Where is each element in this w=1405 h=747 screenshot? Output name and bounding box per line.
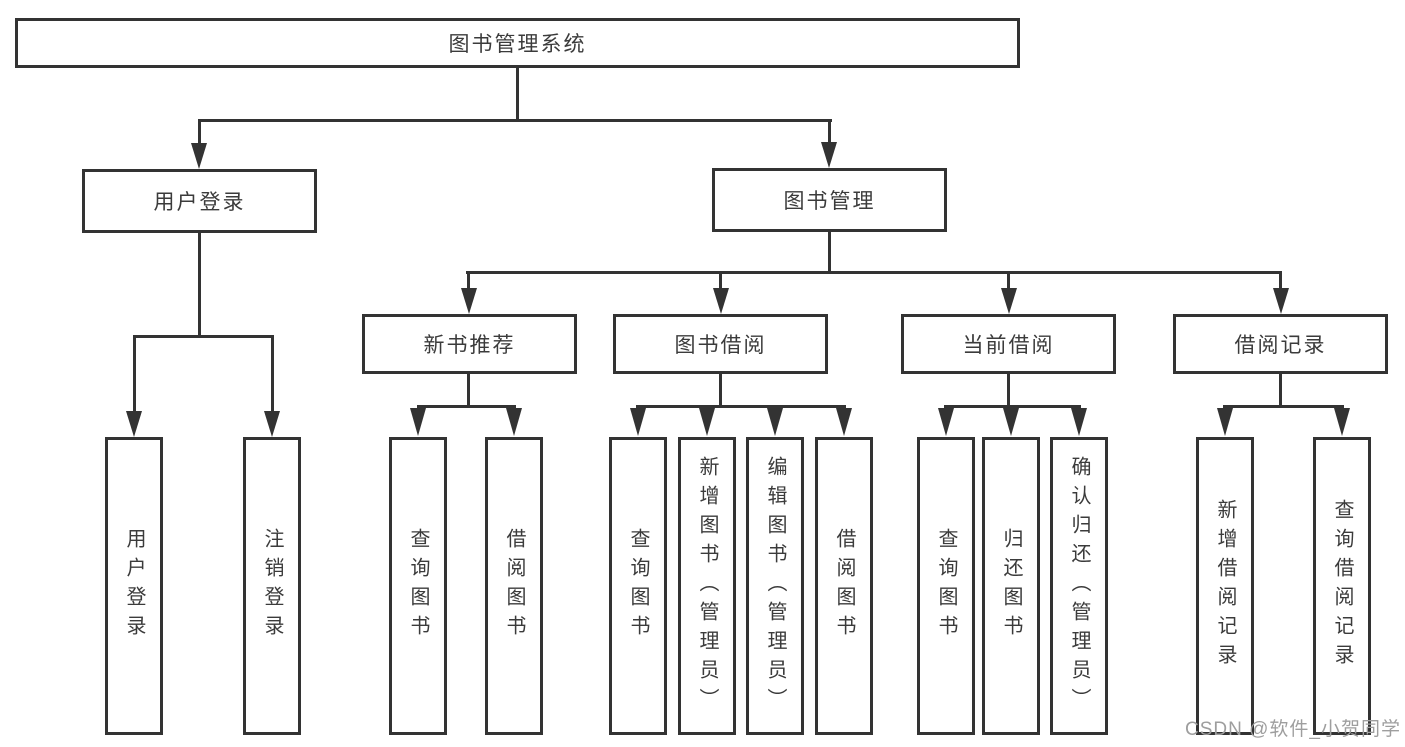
connector-line (417, 405, 516, 408)
connector-line (467, 374, 470, 408)
connector-line (133, 335, 136, 411)
leaf-label: 新增借阅记录 (1214, 499, 1236, 673)
arrow-down-icon (938, 408, 954, 436)
connector-line (1223, 405, 1344, 408)
leaf-label: 注销登录 (261, 528, 283, 644)
node-new-book-recommendation: 新书推荐 (362, 314, 577, 374)
connector-line (271, 335, 274, 411)
leaf-label: 查询图书 (627, 528, 649, 644)
node-label: 图书管理系统 (448, 33, 587, 56)
connector-line (133, 335, 274, 338)
leaf-borrow-books: 借阅图书 (815, 437, 873, 735)
leaf-add-books-admin: 新增图书（管理员） (678, 437, 736, 735)
node-label: 图书借阅 (674, 334, 767, 357)
node-user-login-group: 用户登录 (82, 169, 317, 233)
connector-line (1007, 374, 1010, 408)
node-book-borrowing: 图书借阅 (613, 314, 828, 374)
arrow-down-icon (699, 408, 715, 436)
node-current-borrowing: 当前借阅 (901, 314, 1116, 374)
node-library-management-system: 图书管理系统 (15, 18, 1020, 68)
connector-line (1007, 271, 1010, 290)
node-label: 图书管理 (783, 190, 876, 213)
leaf-label: 查询图书 (407, 528, 429, 644)
connector-line (828, 119, 831, 147)
leaf-label: 归还图书 (1000, 528, 1022, 644)
leaf-label: 确认归还（管理员） (1068, 455, 1090, 717)
leaf-add-borrow-record: 新增借阅记录 (1196, 437, 1254, 735)
arrow-down-icon (410, 408, 426, 436)
leaf-logout: 注销登录 (243, 437, 301, 735)
leaf-return-books: 归还图书 (982, 437, 1040, 735)
arrow-down-icon (1273, 288, 1289, 314)
leaf-query-books-borrowing: 查询图书 (609, 437, 667, 735)
leaf-label: 编辑图书（管理员） (764, 455, 786, 717)
arrow-down-icon (1334, 408, 1350, 436)
arrow-down-icon (264, 411, 280, 437)
arrow-down-icon (1003, 408, 1019, 436)
csdn-watermark: CSDN @软件_小贺同学 (1185, 719, 1401, 740)
arrow-down-icon (1217, 408, 1233, 436)
arrow-down-icon (506, 408, 522, 436)
connector-line (1279, 374, 1282, 408)
node-label: 借阅记录 (1234, 334, 1327, 357)
leaf-label: 借阅图书 (833, 528, 855, 644)
arrow-down-icon (713, 288, 729, 314)
arrow-down-icon (630, 408, 646, 436)
connector-line (198, 119, 832, 122)
arrow-down-icon (126, 411, 142, 437)
leaf-borrow-books-recommend: 借阅图书 (485, 437, 543, 735)
connector-line (828, 232, 831, 273)
leaf-label: 新增图书（管理员） (696, 455, 718, 717)
arrow-down-icon (1001, 288, 1017, 314)
node-book-management: 图书管理 (712, 168, 947, 232)
leaf-label: 查询图书 (935, 528, 957, 644)
node-label: 当前借阅 (962, 334, 1055, 357)
connector-line (719, 374, 722, 408)
leaf-label: 借阅图书 (503, 528, 525, 644)
arrow-down-icon (836, 408, 852, 436)
connector-line (198, 233, 201, 337)
leaf-label: 查询借阅记录 (1331, 499, 1353, 673)
arrow-down-icon (767, 408, 783, 436)
leaf-edit-books-admin: 编辑图书（管理员） (746, 437, 804, 735)
leaf-query-books-current: 查询图书 (917, 437, 975, 735)
leaf-query-borrow-record: 查询借阅记录 (1313, 437, 1371, 735)
connector-line (466, 271, 1282, 274)
connector-line (1279, 271, 1282, 290)
arrow-down-icon (461, 288, 477, 314)
arrow-down-icon (191, 143, 207, 169)
leaf-user-login: 用户登录 (105, 437, 163, 735)
arrow-down-icon (1071, 408, 1087, 436)
arrow-down-icon (821, 142, 837, 168)
node-label: 新书推荐 (423, 334, 516, 357)
leaf-label: 用户登录 (123, 528, 145, 644)
node-borrowing-records: 借阅记录 (1173, 314, 1388, 374)
node-label: 用户登录 (153, 191, 246, 214)
connector-line (516, 68, 519, 121)
connector-line (467, 271, 470, 290)
leaf-query-books-recommend: 查询图书 (389, 437, 447, 735)
connector-line (719, 271, 722, 290)
leaf-confirm-return-admin: 确认归还（管理员） (1050, 437, 1108, 735)
connector-line (944, 405, 1081, 408)
connector-line (198, 119, 201, 147)
connector-line (636, 405, 846, 408)
